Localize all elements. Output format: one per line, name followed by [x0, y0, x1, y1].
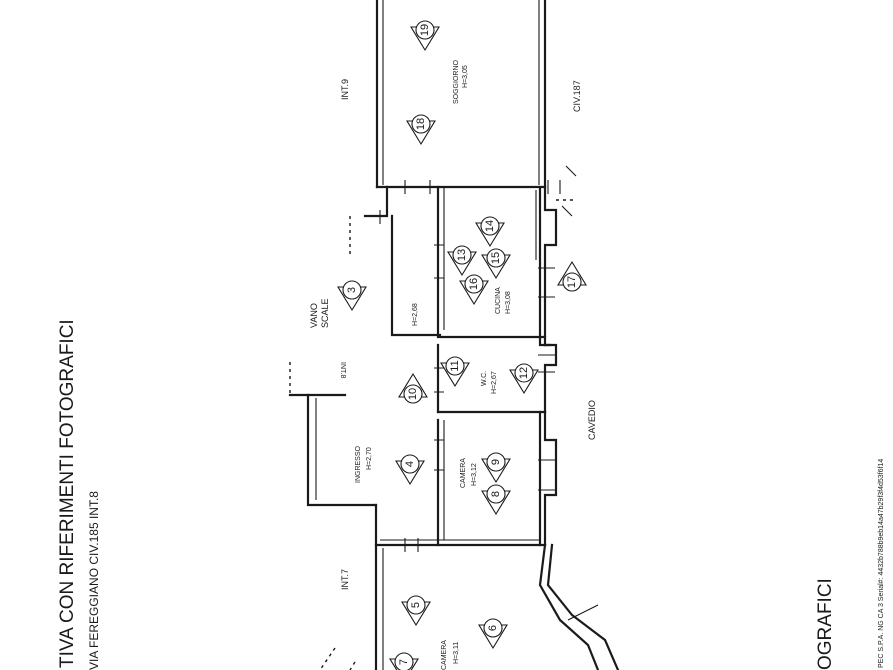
room-soggiorno-name: SOGGIORNO	[453, 59, 460, 104]
photo-marker-15: 15	[481, 248, 511, 280]
photo-marker-number: 8	[490, 491, 502, 497]
room-camera-name: CAMERA	[460, 458, 467, 488]
photo-markers: 3 4 5 6 7 8 9 10 11 12 13 14 15 16 17 18 19	[337, 20, 587, 670]
photo-marker-number: 12	[518, 367, 530, 379]
photo-marker-circle	[514, 363, 534, 383]
photo-marker-number: 19	[419, 24, 431, 36]
label-int8-sign: INT.8	[339, 362, 346, 378]
photo-marker-circle	[415, 20, 435, 40]
photo-marker-number: 18	[415, 118, 427, 130]
photo-marker-3: 3	[337, 280, 367, 312]
photo-marker-7: 7	[389, 652, 419, 670]
photo-marker-number: 7	[398, 659, 410, 665]
photo-marker-number: 6	[487, 625, 499, 631]
room-camera2-name: CAMERA	[441, 640, 448, 670]
wall-corridor-left	[363, 185, 389, 218]
photo-marker-circle	[445, 356, 465, 376]
photo-marker-number: 9	[490, 459, 502, 465]
photo-marker-12: 12	[509, 363, 539, 395]
photo-marker-16: 16	[459, 274, 489, 306]
photo-marker-circle	[486, 248, 506, 268]
photo-marker-number: 11	[449, 360, 461, 371]
photo-marker-13: 13	[447, 245, 477, 277]
walls	[288, 0, 620, 670]
photo-marker-9: 9	[481, 452, 511, 484]
wall-ingresso-left	[306, 393, 378, 507]
room-cucina-name: CUCINA	[495, 287, 502, 314]
photo-marker-18: 18	[406, 114, 436, 146]
photo-marker-circle	[464, 274, 484, 294]
photo-marker-17: 17	[557, 260, 587, 292]
room-wc-height: H=2,67	[491, 371, 498, 394]
page-title: TIVA CON RIFERIMENTI FOTOGRAFICI	[57, 319, 78, 668]
room-ingresso-height: H=2,70	[366, 447, 373, 470]
room-ingresso-name: INGRESSO	[355, 445, 362, 483]
photo-marker-circle	[452, 245, 472, 265]
photo-marker-circle	[486, 484, 506, 504]
photo-marker-circle	[342, 280, 362, 300]
photo-marker-number: 13	[456, 249, 468, 261]
photo-marker-circle	[403, 384, 423, 404]
label-civ187: CIV.187	[572, 80, 582, 112]
photo-marker-10: 10	[398, 372, 428, 404]
photo-marker-number: 16	[468, 278, 480, 290]
photo-marker-circle	[406, 595, 426, 615]
photo-marker-circle	[480, 216, 500, 236]
room-soggiorno-height: H=3,05	[462, 65, 469, 88]
label-vano: VANO	[309, 303, 319, 328]
label-cavedio: CAVEDIO	[587, 400, 597, 440]
photo-marker-circle	[394, 652, 414, 670]
room-wc-name: W.C.	[481, 371, 488, 386]
photo-marker-number: 10	[407, 388, 419, 400]
photo-marker-4: 4	[395, 454, 425, 486]
photo-marker-6: 6	[478, 618, 508, 650]
photo-marker-number: 17	[566, 276, 578, 288]
photo-marker-11: 11	[440, 356, 470, 388]
room-cucina-height: H=3,08	[505, 291, 512, 314]
photo-marker-number: 14	[484, 220, 496, 232]
photo-marker-circle	[400, 454, 420, 474]
photo-marker-circle	[483, 618, 503, 638]
labels: TIVA CON RIFERIMENTI FOTOGRAFICI VIA FER…	[57, 59, 885, 670]
photo-marker-number: 15	[490, 252, 502, 264]
label-int9: INT.9	[340, 79, 350, 100]
bottom-title: OGRAFICI	[815, 578, 836, 670]
photo-marker-number: 4	[404, 461, 416, 467]
photo-marker-14: 14	[475, 216, 505, 248]
serial-number: PEC S.P.A. NG CA 3 Serial#: 4432b788b9eb…	[878, 459, 885, 668]
photo-marker-circle	[486, 452, 506, 472]
room-camera-height: H=3,12	[471, 463, 478, 486]
photo-marker-circle	[411, 114, 431, 134]
label-corridor-height: H=2,68	[412, 303, 419, 326]
room-camera2-height: H=3,11	[453, 642, 460, 664]
address-label: VIA FEREGGIANO CIV.185 INT.8	[87, 491, 101, 670]
label-scale: SCALE	[320, 298, 330, 328]
photo-marker-number: 5	[410, 602, 422, 608]
photo-marker-5: 5	[401, 595, 431, 627]
label-int7: INT.7	[340, 569, 350, 590]
photo-marker-8: 8	[481, 484, 511, 516]
photo-marker-number: 3	[346, 287, 358, 293]
photo-marker-19: 19	[410, 20, 440, 52]
photo-marker-circle	[562, 272, 582, 292]
wall-lower-angled	[538, 543, 600, 670]
